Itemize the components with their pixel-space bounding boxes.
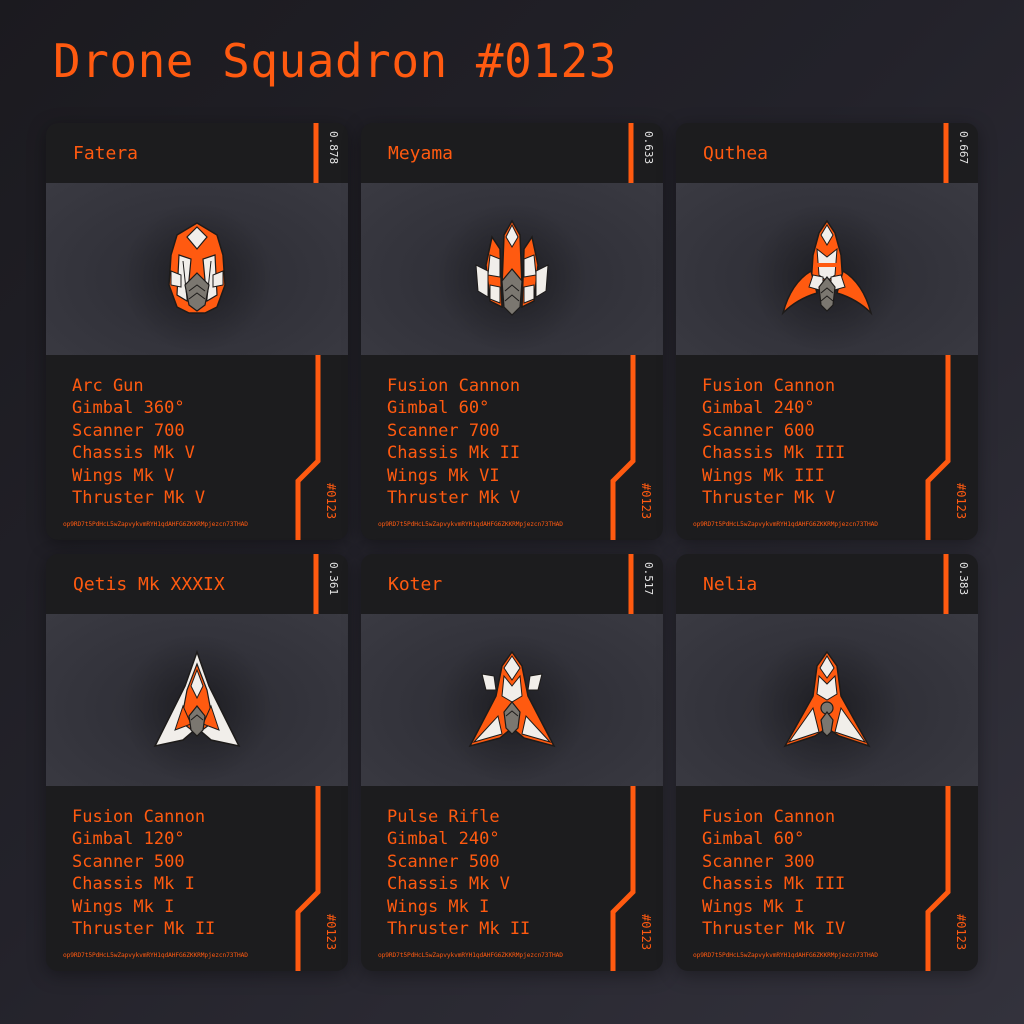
spec-line: Wings Mk I <box>72 896 175 917</box>
drone-serial: op9RD7t5PdHcL5wZapvykvmRYH1qdAHFG6ZKKRMp… <box>63 952 248 959</box>
spec-line: Wings Mk I <box>702 896 805 917</box>
spec-line: Chassis Mk III <box>702 443 846 464</box>
drone-name: Fatera <box>73 143 139 164</box>
drone-viewport <box>46 614 348 786</box>
squadron-tag: #0123 <box>954 483 968 520</box>
drone-ship-icon <box>781 219 873 316</box>
spec-line: Fusion Cannon <box>387 376 521 396</box>
drone-ship-icon <box>153 649 241 748</box>
spec-line: Gimbal 60° <box>702 829 805 850</box>
spec-line: Gimbal 240° <box>702 398 815 419</box>
spec-line: Gimbal 240° <box>387 829 500 850</box>
drone-name: Meyama <box>388 143 454 164</box>
spec-line: Scanner 700 <box>387 420 500 441</box>
squadron-tag: #0123 <box>639 483 653 520</box>
drone-serial: op9RD7t5PdHcL5wZapvykvmRYH1qdAHFG6ZKKRMp… <box>693 952 878 959</box>
spec-line: Chassis Mk II <box>387 443 521 464</box>
spec-line: Thruster Mk V <box>387 488 521 509</box>
spec-line: Scanner 700 <box>72 420 185 441</box>
spec-line: Chassis Mk V <box>72 443 195 464</box>
spec-line: Chassis Mk III <box>702 874 846 895</box>
drone-ship-icon <box>168 222 226 314</box>
drone-score: 0.361 <box>327 562 340 596</box>
drone-serial: op9RD7t5PdHcL5wZapvykvmRYH1qdAHFG6ZKKRMp… <box>63 521 248 528</box>
spec-line: Wings Mk VI <box>387 465 500 486</box>
spec-line: Chassis Mk I <box>72 874 195 895</box>
spec-line: Wings Mk I <box>387 896 490 917</box>
squadron-tag: #0123 <box>324 483 338 520</box>
drone-score: 0.667 <box>957 131 970 165</box>
drone-serial: op9RD7t5PdHcL5wZapvykvmRYH1qdAHFG6ZKKRMp… <box>378 521 563 528</box>
spec-line: Scanner 300 <box>702 851 815 872</box>
drone-viewport <box>46 183 348 355</box>
drone-score: 0.517 <box>642 562 655 596</box>
spec-line: Thruster Mk II <box>387 919 531 940</box>
spec-line: Gimbal 120° <box>72 829 185 850</box>
drone-serial: op9RD7t5PdHcL5wZapvykvmRYH1qdAHFG6ZKKRMp… <box>378 952 563 959</box>
spec-line: Fusion Cannon <box>72 807 206 827</box>
drone-score: 0.383 <box>957 562 970 596</box>
squadron-tag: #0123 <box>954 914 968 951</box>
drone-viewport <box>361 614 663 786</box>
spec-line: Scanner 600 <box>702 420 815 441</box>
spec-line: Arc Gun <box>72 376 144 396</box>
drone-ship-icon <box>475 219 549 316</box>
spec-line: Chassis Mk V <box>387 874 510 895</box>
drone-score: 0.878 <box>327 131 340 165</box>
drone-name: Koter <box>388 574 443 595</box>
spec-line: Wings Mk III <box>702 465 825 486</box>
spec-line: Thruster Mk V <box>702 488 836 509</box>
spec-line: Scanner 500 <box>387 851 500 872</box>
spec-line: Thruster Mk II <box>72 919 216 940</box>
drone-ship-icon <box>468 650 556 748</box>
spec-line: Gimbal 60° <box>387 398 490 419</box>
squadron-tag: #0123 <box>639 914 653 951</box>
drone-viewport <box>361 183 663 355</box>
drone-name: Quthea <box>703 143 769 164</box>
spec-line: Thruster Mk IV <box>702 919 846 940</box>
spec-line: Wings Mk V <box>72 465 175 486</box>
spec-line: Gimbal 360° <box>72 398 185 419</box>
spec-line: Thruster Mk V <box>72 488 206 509</box>
drone-viewport <box>676 614 978 786</box>
page-title: Drone Squadron #0123 <box>53 34 617 88</box>
drone-score: 0.633 <box>642 131 655 165</box>
drone-ship-icon <box>783 650 871 748</box>
drone-name: Qetis Mk XXXIX <box>73 574 225 595</box>
drone-viewport <box>676 183 978 355</box>
spec-line: Scanner 500 <box>72 851 185 872</box>
squadron-tag: #0123 <box>324 914 338 951</box>
drone-serial: op9RD7t5PdHcL5wZapvykvmRYH1qdAHFG6ZKKRMp… <box>693 521 878 528</box>
drone-name: Nelia <box>703 574 758 595</box>
spec-line: Fusion Cannon <box>702 376 836 396</box>
spec-line: Fusion Cannon <box>702 807 836 827</box>
spec-line: Pulse Rifle <box>387 807 500 827</box>
